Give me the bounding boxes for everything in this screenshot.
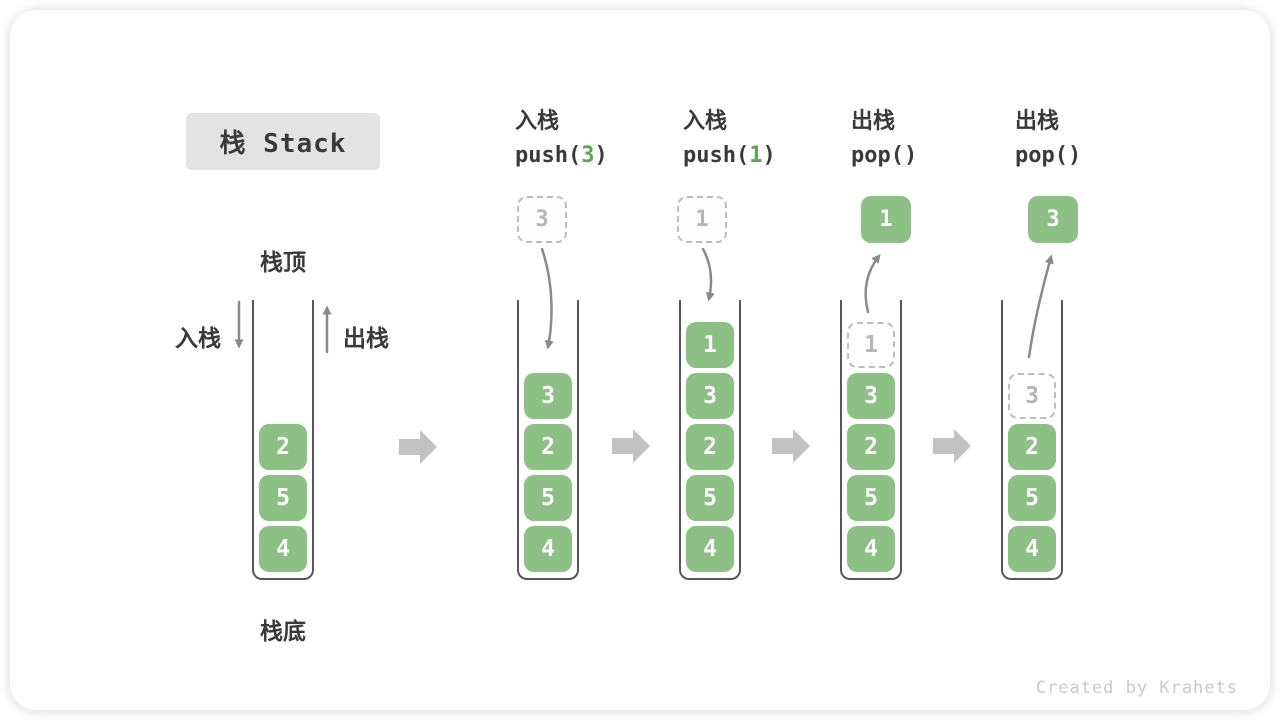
stack-cell: 4 <box>524 526 572 572</box>
popped-value-box: 3 <box>1028 196 1078 243</box>
operation-label-pop-second: 出栈 pop() <box>1015 106 1081 173</box>
operation-label-push-3: 入栈 push(3) <box>515 106 608 173</box>
code-arg: 1 <box>749 143 763 168</box>
push-direction-label: 入栈 <box>175 325 221 351</box>
stack-after-pop-1: 1 3 2 5 4 <box>840 300 902 580</box>
popped-value-box: 1 <box>861 196 911 243</box>
stack-cell: 2 <box>524 424 572 470</box>
stack-cell: 5 <box>686 475 734 521</box>
stack-cell: 2 <box>259 424 307 470</box>
stack-cell: 5 <box>1008 475 1056 521</box>
operation-code: pop() <box>851 139 917 173</box>
code-pre: pop() <box>1015 143 1082 168</box>
code-arg: 3 <box>581 143 595 168</box>
incoming-value-box: 1 <box>677 196 727 243</box>
stack-cell: 4 <box>847 526 895 572</box>
stack-cell: 4 <box>1008 526 1056 572</box>
stack-cell: 4 <box>259 526 307 572</box>
incoming-value-box: 3 <box>517 196 567 243</box>
operation-name: 出栈 <box>1015 108 1060 133</box>
watermark: Created by Krahets <box>1035 678 1238 698</box>
stack-cell-ghost: 3 <box>1008 373 1056 419</box>
operation-label-pop-first: 出栈 pop() <box>851 106 917 173</box>
stack-bottom-label: 栈底 <box>260 618 306 644</box>
operation-code: push(3) <box>515 139 608 173</box>
code-pre: push( <box>515 143 582 168</box>
operation-code: pop() <box>1015 139 1081 173</box>
stack-cell: 3 <box>847 373 895 419</box>
operation-name: 入栈 <box>683 108 728 133</box>
stack-cell: 5 <box>259 475 307 521</box>
stack-cell: 1 <box>686 322 734 368</box>
code-post: ) <box>762 143 776 168</box>
title-badge: 栈 Stack <box>186 113 380 170</box>
code-pre: pop() <box>851 143 918 168</box>
stack-after-push-1: 1 3 2 5 4 <box>679 300 741 580</box>
stack-after-pop-3: 3 2 5 4 <box>1001 300 1063 580</box>
pop-direction-label: 出栈 <box>343 325 389 351</box>
stack-cell: 2 <box>1008 424 1056 470</box>
operation-name: 出栈 <box>851 108 896 133</box>
stack-cell: 3 <box>524 373 572 419</box>
code-pre: push( <box>683 143 750 168</box>
stack-cell: 5 <box>847 475 895 521</box>
stack-cell: 3 <box>686 373 734 419</box>
stack-cell-ghost: 1 <box>847 322 895 368</box>
stack-cell: 5 <box>524 475 572 521</box>
operation-code: push(1) <box>683 139 776 173</box>
operation-label-push-1: 入栈 push(1) <box>683 106 776 173</box>
stack-cell: 4 <box>686 526 734 572</box>
stack-after-push-3: 3 2 5 4 <box>517 300 579 580</box>
stack-cell: 2 <box>686 424 734 470</box>
operation-name: 入栈 <box>515 108 560 133</box>
stack-top-label: 栈顶 <box>260 249 306 275</box>
stack-initial: 2 5 4 <box>252 300 314 580</box>
stack-cell: 2 <box>847 424 895 470</box>
code-post: ) <box>594 143 608 168</box>
